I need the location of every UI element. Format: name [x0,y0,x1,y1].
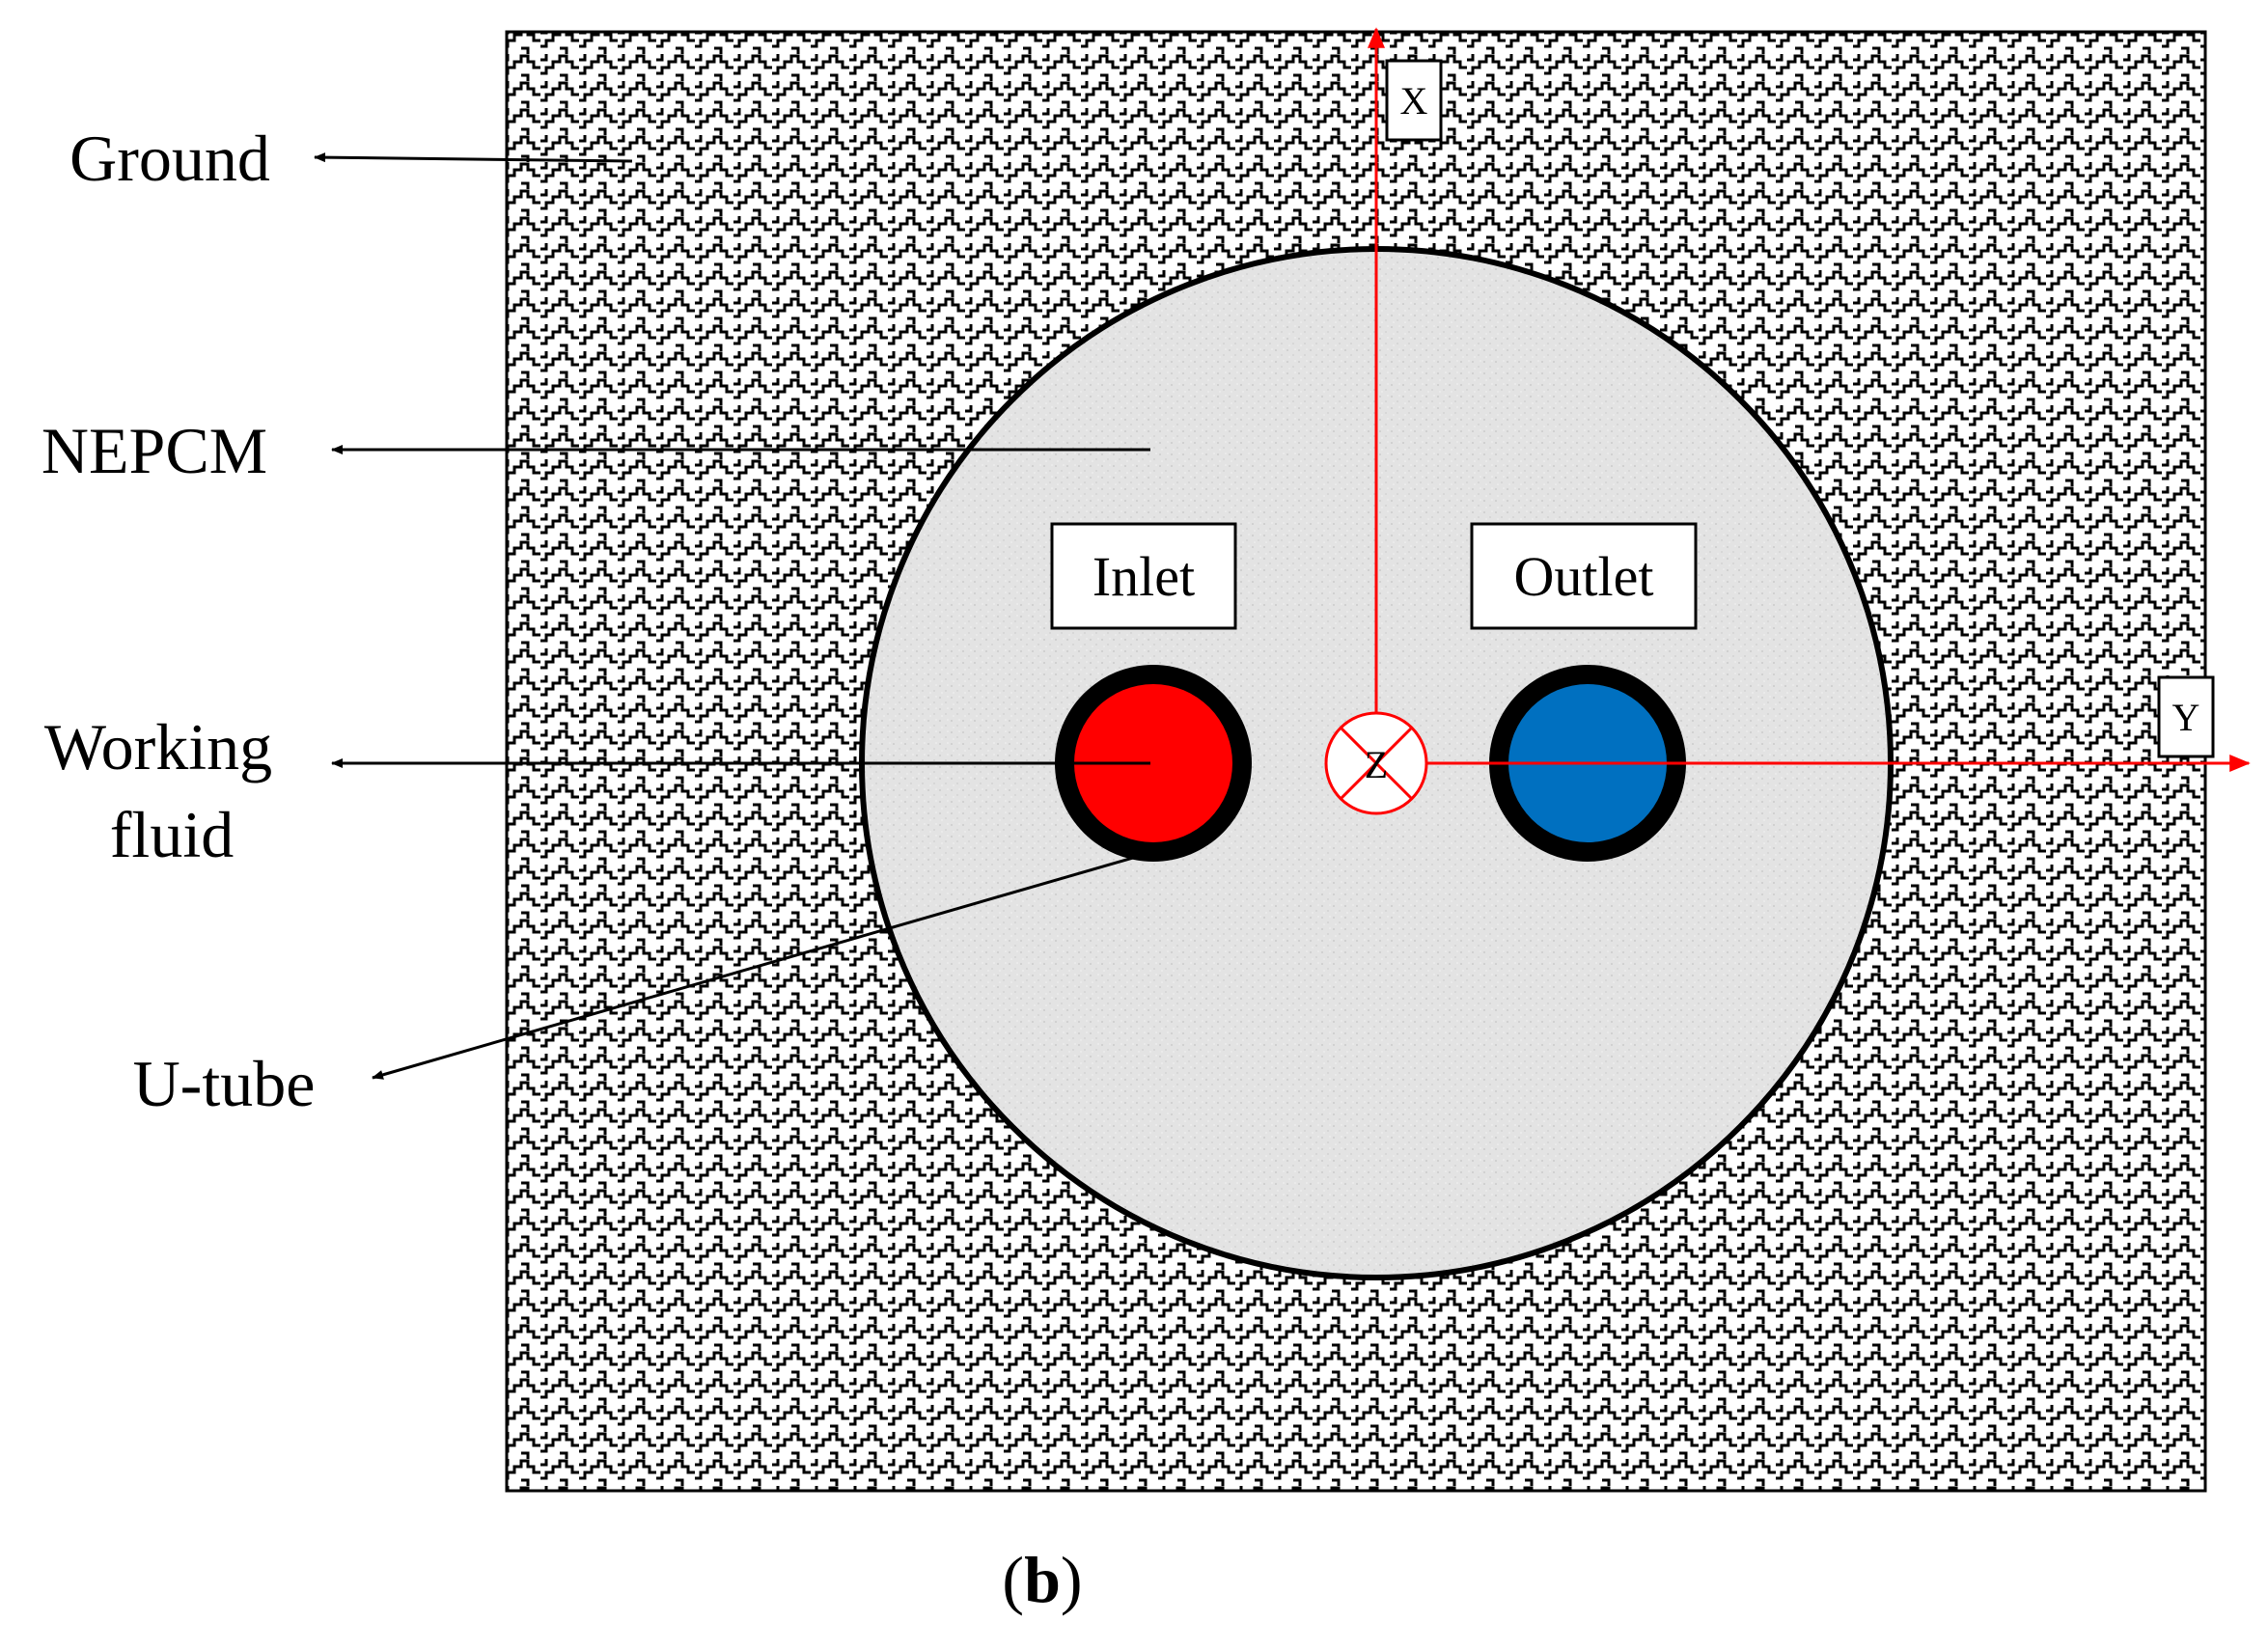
axis-x-label: X [1400,79,1428,123]
nepcm-label: NEPCM [41,414,267,487]
caption-open-paren: ( [1002,1543,1024,1616]
axis-y-label: Y [2172,696,2200,739]
u-tube-leader [372,854,1141,1080]
axis-y-box [2157,675,2215,758]
outlet-label: Outlet [1514,545,1654,608]
u-tube-label: U-tube [133,1047,316,1120]
inlet-working-fluid [1074,684,1232,842]
caption-close-paren: ) [1061,1543,1083,1616]
ground-label: Ground [69,122,270,195]
caption-letter: b [1024,1543,1061,1616]
working-fluid-label-line1: Working [44,710,272,783]
inlet-label: Inlet [1093,545,1195,608]
outlet-label-box [1470,522,1698,630]
z-axis-symbol: Z [1324,711,1428,815]
figure-caption: (b) [1002,1543,1082,1616]
inlet-label-box [1050,522,1237,630]
axis-x-box [1385,59,1443,142]
working-fluid-label-line2: fluid [110,798,234,871]
axis-z-label: Z [1365,743,1388,786]
ground-leader [314,152,633,163]
